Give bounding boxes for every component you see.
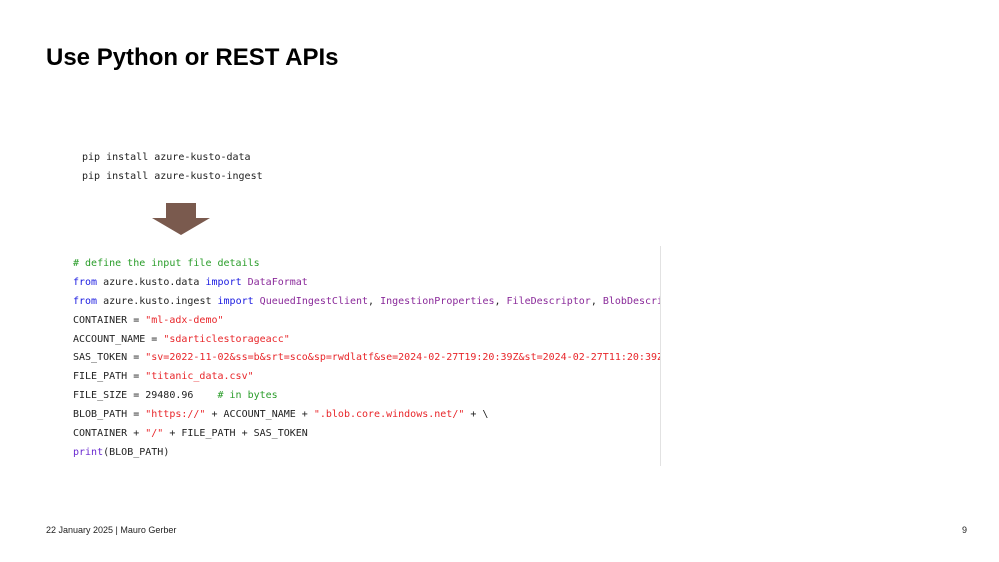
- pip-install-ingest: pip install azure-kusto-ingest: [82, 171, 263, 182]
- code-token: (BLOB_PATH): [103, 446, 170, 458]
- code-token: from: [73, 276, 98, 288]
- code-divider: [660, 246, 661, 466]
- code-token: from: [73, 295, 98, 307]
- code-token: + ACCOUNT_NAME +: [205, 409, 314, 421]
- slide-title: Use Python or REST APIs: [46, 44, 339, 71]
- code-token: ACCOUNT_NAME =: [73, 333, 164, 345]
- code-token: FILE_PATH =: [73, 371, 146, 383]
- code-token: DataFormat: [247, 276, 308, 288]
- code-token: print: [73, 446, 104, 458]
- code-token: + FILE_PATH + SAS_TOKEN: [163, 428, 308, 440]
- code-token: CONTAINER =: [73, 314, 146, 326]
- code-token: # in bytes: [217, 390, 278, 402]
- code-token: "sdarticlestorageacc": [163, 333, 290, 345]
- code-line: print(BLOB_PATH): [73, 444, 660, 463]
- code-token: import: [205, 276, 242, 288]
- code-block: # define the input file details from azur…: [73, 255, 660, 463]
- code-token: # define the input file details: [73, 258, 260, 269]
- code-line: SAS_TOKEN = "sv=2022-11-02&ss=b&srt=sco&…: [73, 349, 660, 368]
- code-token: FILE_SIZE = 29480.96: [73, 390, 218, 402]
- code-token: QueuedIngestClient: [259, 295, 369, 307]
- page-number: 9: [962, 525, 968, 535]
- code-line: # define the input file details: [73, 255, 660, 274]
- code-token: IngestionProperties: [380, 295, 495, 307]
- code-token: "/": [145, 428, 164, 440]
- code-line: from azure.kusto.data import DataFormat: [73, 274, 660, 293]
- code-line: from azure.kusto.ingest import QueuedIng…: [73, 293, 660, 312]
- code-token: BLOB_PATH =: [73, 409, 146, 421]
- pip-install-data: pip install azure-kusto-data: [82, 152, 251, 163]
- code-token: ,: [494, 295, 507, 307]
- code-line: CONTAINER + "/" + FILE_PATH + SAS_TOKEN: [73, 425, 660, 444]
- code-token: "sv=2022-11-02&ss=b&srt=sco&sp=rwdlatf&s…: [145, 352, 660, 364]
- code-token: FileDescriptor: [506, 295, 591, 307]
- code-token: CONTAINER +: [73, 428, 146, 440]
- code-token: azure.kusto.ingest: [97, 295, 218, 307]
- code-token: BlobDescri: [602, 295, 660, 307]
- code-token: ,: [368, 295, 381, 307]
- code-token: ".blob.core.windows.net/": [313, 409, 465, 421]
- code-line: CONTAINER = "ml-adx-demo": [73, 312, 660, 331]
- code-token: "titanic_data.csv": [145, 371, 254, 383]
- code-token: import: [217, 295, 254, 307]
- code-token: "https://": [145, 409, 206, 421]
- code-token: azure.kusto.data: [97, 276, 206, 288]
- footer-text: 22 January 2025 | Mauro Gerber: [46, 525, 177, 535]
- code-token: SAS_TOKEN =: [73, 352, 146, 364]
- code-token: "ml-adx-demo": [145, 314, 224, 326]
- code-line: FILE_PATH = "titanic_data.csv": [73, 368, 660, 387]
- code-line: ACCOUNT_NAME = "sdarticlestorageacc": [73, 331, 660, 350]
- down-arrow-icon: [152, 203, 210, 235]
- code-line: FILE_SIZE = 29480.96 # in bytes: [73, 387, 660, 406]
- code-token: + \: [464, 409, 489, 421]
- code-token: ,: [590, 295, 603, 307]
- code-line: BLOB_PATH = "https://" + ACCOUNT_NAME + …: [73, 406, 660, 425]
